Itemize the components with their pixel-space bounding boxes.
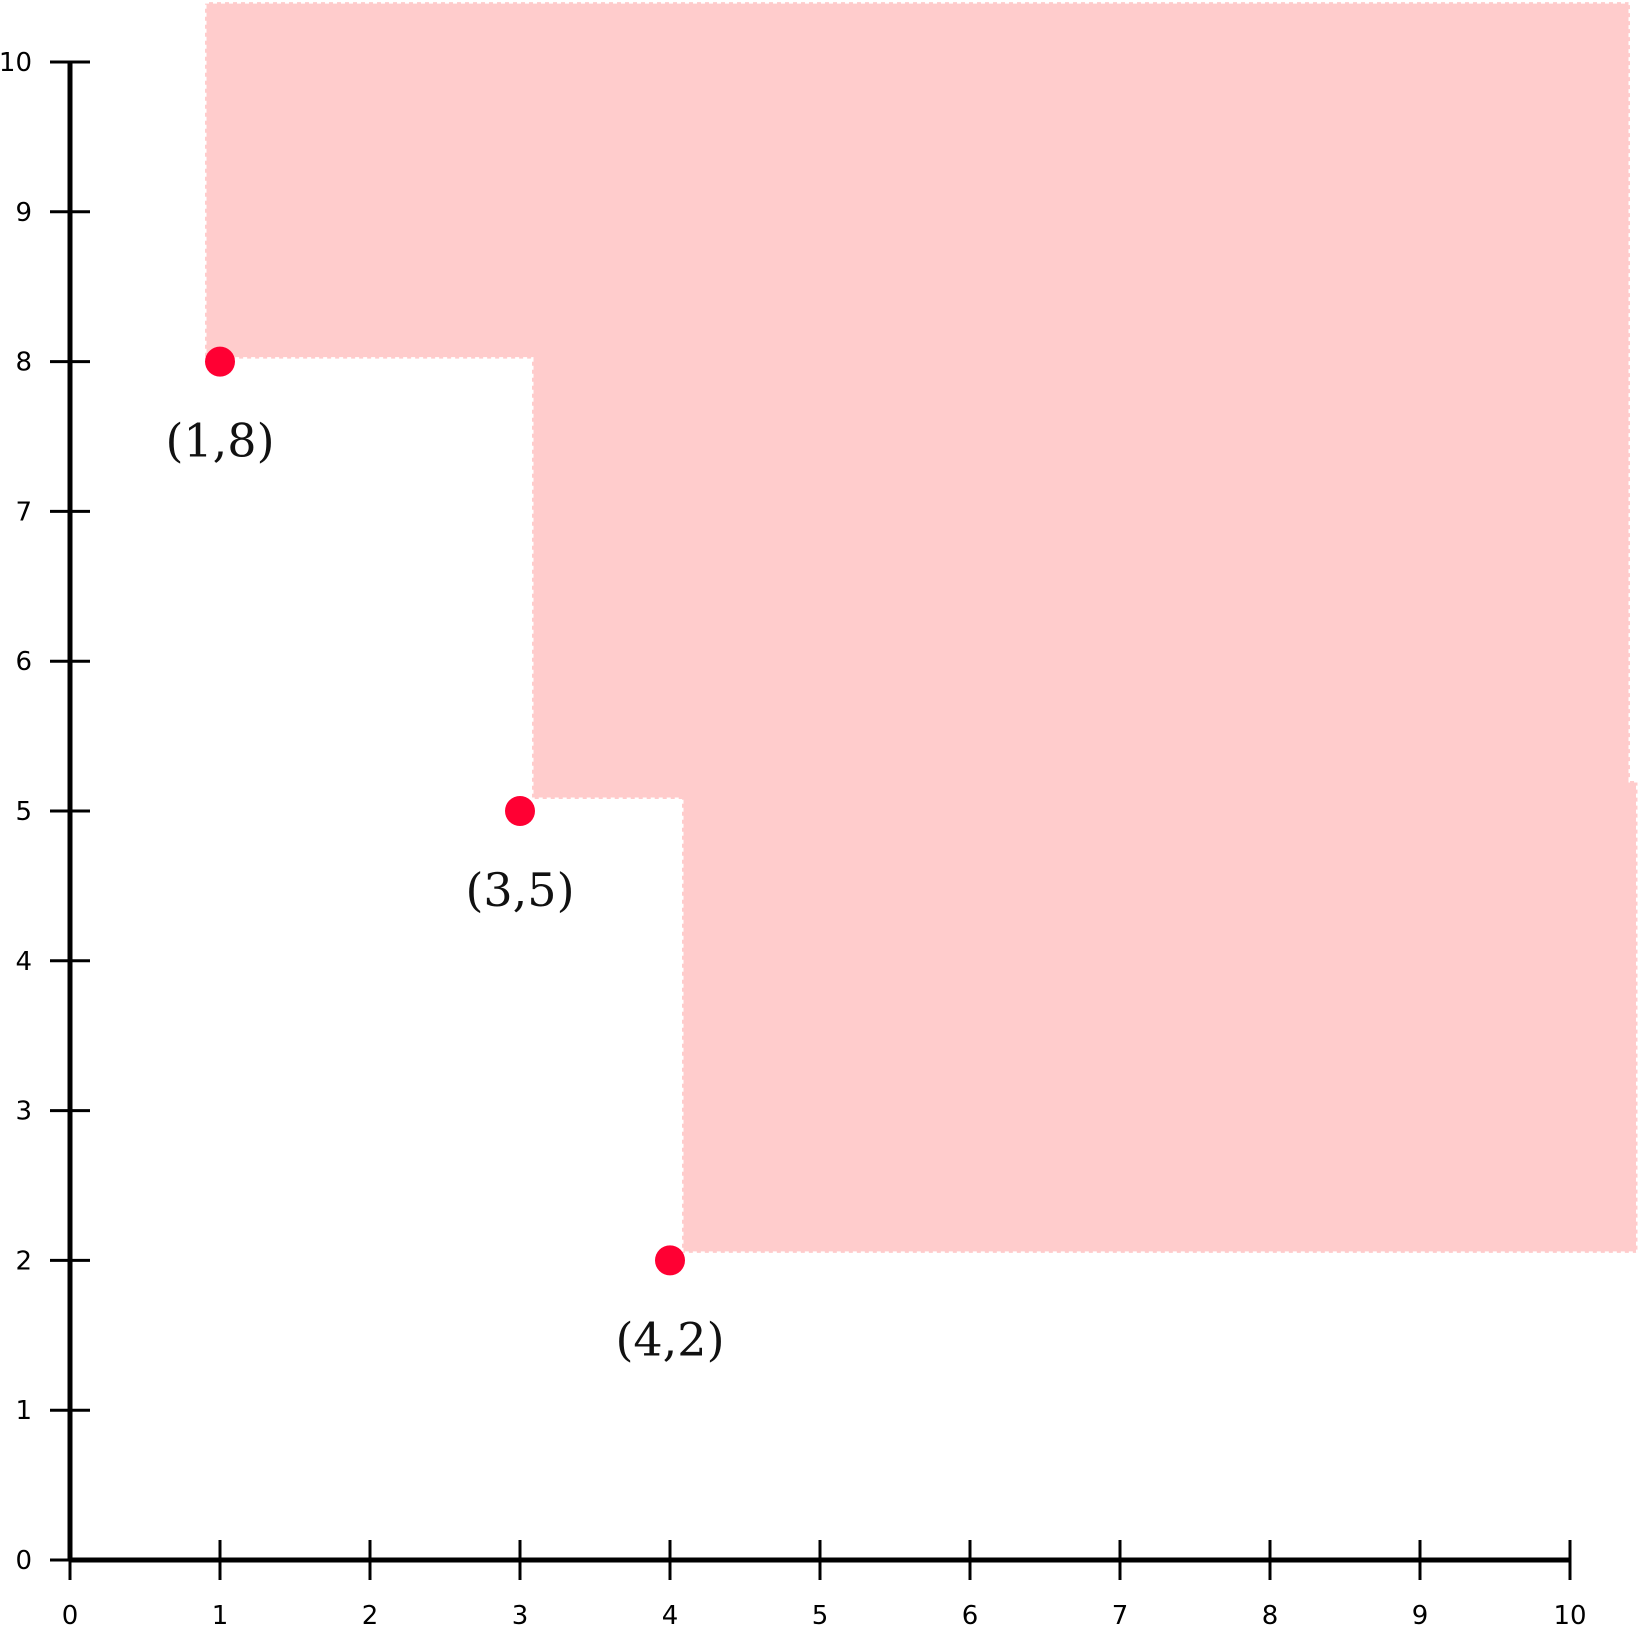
x-tick-label: 1	[212, 1601, 229, 1629]
x-tick-label: 6	[962, 1601, 979, 1629]
x-tick-label: 0	[62, 1601, 79, 1629]
y-tick-label: 1	[15, 1396, 32, 1426]
point-labels: (1,8) (3,5) (4,2)	[165, 414, 724, 1367]
y-tick-label: 10	[0, 48, 32, 78]
point-label: (1,8)	[165, 414, 274, 468]
x-tick-label: 8	[1262, 1601, 1279, 1629]
x-tick-label: 10	[1553, 1601, 1586, 1629]
x-tick-label: 4	[662, 1601, 679, 1629]
y-tick-label: 9	[15, 198, 32, 228]
data-point	[655, 1245, 685, 1276]
x-tick-label: 9	[1412, 1601, 1429, 1629]
y-tick-label: 5	[15, 797, 32, 827]
x-tick-label: 2	[362, 1601, 379, 1629]
x-tick-label: 7	[1112, 1601, 1129, 1629]
y-tick-label: 7	[15, 497, 32, 527]
point-label: (4,2)	[615, 1312, 724, 1366]
data-points	[205, 346, 685, 1276]
ticks: 0 1 2 3 4 5 6 7 8 9 10 0 1 2 3 4 5 6 7 8 9 10	[0, 48, 1587, 1629]
data-point	[505, 796, 535, 826]
dominated-region	[203, 0, 1639, 1255]
x-tick-label: 5	[812, 1601, 829, 1629]
y-tick-label: 0	[15, 1546, 32, 1576]
x-tick-label: 3	[512, 1601, 529, 1629]
shaded-region-layer	[203, 0, 1639, 1255]
y-tick-label: 8	[15, 348, 32, 378]
point-label: (3,5)	[465, 863, 574, 917]
data-point	[205, 346, 235, 377]
y-tick-label: 4	[15, 947, 32, 977]
y-tick-label: 3	[15, 1097, 32, 1127]
y-tick-label: 6	[15, 647, 32, 677]
y-tick-label: 2	[15, 1246, 32, 1276]
